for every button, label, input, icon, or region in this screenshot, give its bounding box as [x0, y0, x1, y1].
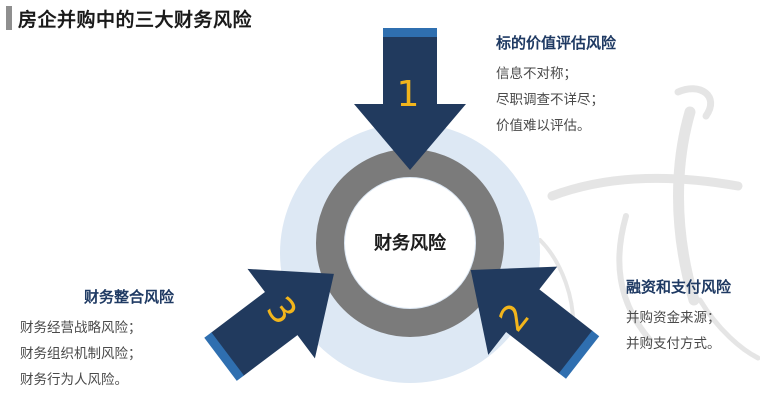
center-label: 财务风险 — [374, 233, 446, 254]
risk-item: 并购资金来源； — [626, 310, 721, 326]
title-accent-bar — [6, 6, 12, 30]
risk-item: 价值难以评估。 — [496, 118, 591, 134]
arrow-1 — [354, 28, 466, 170]
risk-item: 财务经营战略风险； — [20, 320, 142, 336]
center-disc — [345, 178, 475, 308]
risk-item: 信息不对称； — [496, 66, 577, 82]
page-title: 房企并购中的三大财务风险 — [18, 9, 253, 31]
calligraphy-watermark — [538, 85, 760, 361]
risk-item: 财务组织机制风险； — [20, 346, 142, 362]
risk-block-integration: 财务整合风险 财务经营战略风险； 财务组织机制风险； 财务行为人风险。 — [20, 286, 174, 393]
risk-heading: 财务整合风险 — [84, 288, 175, 306]
risk-item: 财务行为人风险。 — [20, 372, 128, 388]
arrow-3 — [204, 268, 334, 381]
risk-block-valuation: 标的价值评估风险 信息不对称； 尽职调查不详尽； 价值难以评估。 — [496, 32, 616, 139]
arrow-2 — [470, 266, 600, 379]
risk-heading: 标的价值评估风险 — [496, 34, 617, 52]
risk-item: 并购支付方式。 — [626, 336, 721, 352]
risk-block-financing: 融资和支付风险 并购资金来源； 并购支付方式。 — [626, 276, 731, 357]
risk-item: 尽职调查不详尽； — [496, 92, 604, 108]
arrow-1-number: 1 — [397, 74, 420, 115]
risk-heading: 融资和支付风险 — [626, 278, 732, 296]
